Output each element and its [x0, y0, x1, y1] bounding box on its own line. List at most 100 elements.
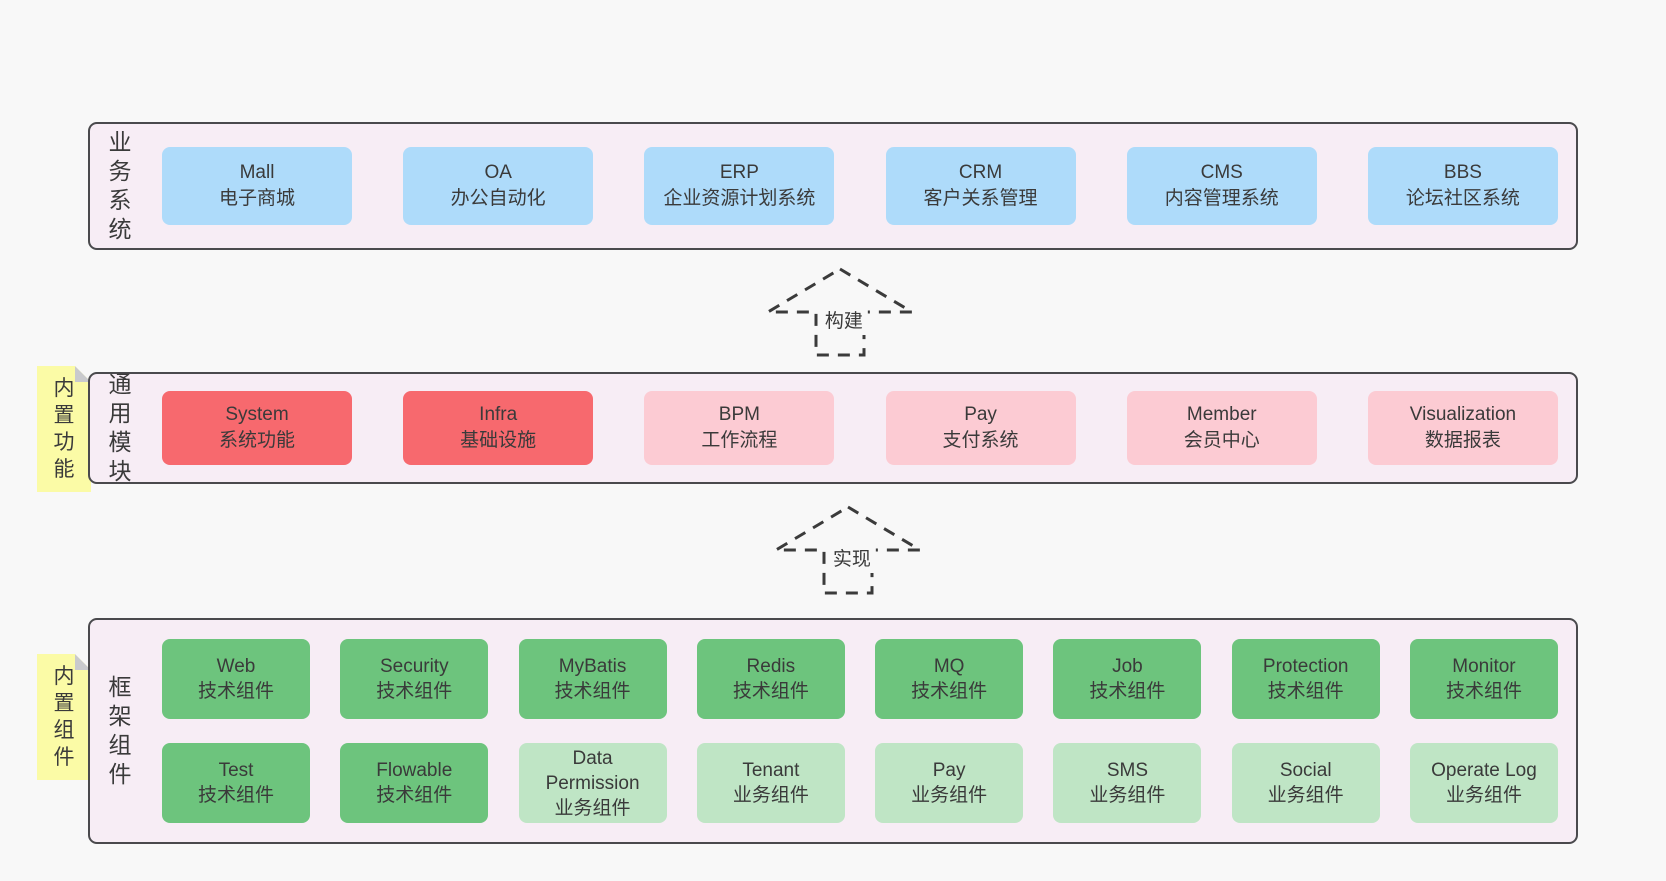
box-subtitle: 系统功能: [218, 430, 295, 451]
sticky-note-text: 内置功能: [53, 377, 75, 481]
box-subtitle: 技术组件: [376, 785, 453, 806]
panel-boxes-area: System 系统功能 Infra 基础设施 BPM 工作流程 Pay 支付系统 Member 会…: [134, 391, 1576, 465]
box-title: Tenant: [742, 760, 800, 781]
module-box-job: Job 技术组件: [1053, 639, 1202, 719]
box-subtitle: 技术组件: [376, 681, 453, 702]
box-title: Flowable: [376, 760, 453, 781]
box-subtitle: 业务组件: [554, 797, 631, 819]
module-box-system: System 系统功能: [162, 391, 352, 465]
box-subtitle: 业务组件: [1089, 785, 1166, 806]
up-arrow-icon: [773, 505, 923, 595]
box-subtitle: 业务组件: [911, 785, 988, 806]
box-title: Web: [216, 656, 256, 677]
box-title: Social: [1279, 760, 1332, 781]
box-title: Job: [1112, 656, 1143, 677]
box-title: Operate Log: [1431, 760, 1537, 781]
module-box-bbs: BBS 论坛社区系统: [1367, 147, 1558, 225]
box-subtitle: 办公自动化: [450, 188, 546, 209]
box-subtitle: 数据报表: [1424, 430, 1501, 451]
box-title: CRM: [958, 162, 1003, 183]
box-subtitle: 业务组件: [732, 785, 809, 806]
module-box-member: Member 会员中心: [1126, 391, 1317, 465]
module-box-infra: Infra 基础设施: [403, 391, 594, 465]
box-subtitle: 技术组件: [911, 681, 988, 702]
box-title: Redis: [746, 656, 796, 677]
box-subtitle: 支付系统: [942, 430, 1019, 451]
arrow-label-implement: 实现: [827, 542, 876, 573]
box-subtitle: 内容管理系统: [1164, 188, 1279, 209]
box-subtitle: 技术组件: [732, 681, 809, 702]
module-box-mq: MQ 技术组件: [875, 639, 1024, 719]
box-title: Pay: [964, 404, 997, 425]
box-title: System: [225, 404, 289, 425]
box-title: BBS: [1443, 162, 1482, 183]
panel-common-modules: 通用模块 System 系统功能 Infra 基础设施 BPM 工作流程 Pay 支付系统 Me…: [88, 371, 1578, 484]
module-box-pay: Pay 支付系统: [885, 391, 1076, 465]
box-title: MyBatis: [558, 656, 627, 677]
box-subtitle: 技术组件: [1267, 681, 1344, 702]
module-box-security: Security 技术组件: [340, 639, 489, 719]
sticky-note-text: 内置组件: [53, 665, 75, 769]
module-box-bpm: BPM 工作流程: [644, 391, 835, 465]
box-subtitle: 企业资源计划系统: [663, 188, 816, 209]
box-subtitle: 技术组件: [554, 681, 631, 702]
box-title: BPM: [718, 404, 760, 425]
module-box-visualization: Visualization 数据报表: [1367, 391, 1558, 465]
box-subtitle: 业务组件: [1445, 785, 1522, 806]
module-box-redis: Redis 技术组件: [696, 639, 845, 719]
module-box-monitor: Monitor 技术组件: [1409, 639, 1558, 719]
box-title: ERP: [719, 162, 759, 183]
box-title: OA: [484, 162, 512, 183]
module-box-mall: Mall 电子商城: [162, 147, 352, 225]
box-title: Pay: [932, 760, 966, 781]
box-title: Security: [379, 656, 449, 677]
box-subtitle: 会员中心: [1183, 430, 1260, 451]
module-box-erp: ERP 企业资源计划系统: [644, 147, 835, 225]
module-box-mybatis: MyBatis 技术组件: [518, 639, 667, 719]
box-title: Mall: [239, 162, 275, 183]
box-title: SMS: [1106, 760, 1148, 781]
panel-label-business-systems: 业务系统: [108, 129, 132, 242]
box-subtitle: 工作流程: [701, 430, 778, 451]
arrow-up-build: 构建: [765, 266, 915, 358]
box-subtitle: 技术组件: [197, 681, 274, 702]
box-subtitle: 论坛社区系统: [1405, 188, 1520, 209]
box-subtitle: 业务组件: [1267, 785, 1344, 806]
box-title: MQ: [933, 656, 965, 677]
box-subtitle: 电子商城: [218, 188, 295, 209]
panel-label-framework-components: 框架组件: [108, 674, 132, 787]
module-box-tenant: Tenant 业务组件: [696, 743, 845, 823]
module-box-pay: Pay 业务组件: [875, 743, 1024, 823]
boxes-row: System 系统功能 Infra 基础设施 BPM 工作流程 Pay 支付系统 Member 会…: [162, 391, 1558, 465]
sticky-note-built-in-components: 内置组件: [37, 654, 91, 780]
box-title: Visualization: [1409, 404, 1517, 425]
box-subtitle: 技术组件: [1089, 681, 1166, 702]
module-box-social: Social 业务组件: [1231, 743, 1380, 823]
module-box-sms: SMS 业务组件: [1053, 743, 1202, 823]
box-title: Monitor: [1452, 656, 1516, 677]
module-box-cms: CMS 内容管理系统: [1126, 147, 1317, 225]
panel-label-common-modules: 通用模块: [108, 371, 132, 484]
box-subtitle: 技术组件: [1445, 681, 1522, 702]
box-subtitle: 基础设施: [460, 430, 537, 451]
up-arrow-icon: [765, 267, 915, 357]
box-title: Test: [218, 760, 254, 781]
arrow-label-build: 构建: [819, 304, 868, 335]
box-title: Infra: [479, 404, 518, 425]
module-box-oa: OA 办公自动化: [403, 147, 594, 225]
module-box-flowable: Flowable 技术组件: [340, 743, 489, 823]
module-box-web: Web 技术组件: [162, 639, 310, 719]
box-title: Member: [1186, 404, 1257, 425]
box-title: CMS: [1200, 162, 1243, 183]
module-box-operate-log: Operate Log 业务组件: [1409, 743, 1558, 823]
